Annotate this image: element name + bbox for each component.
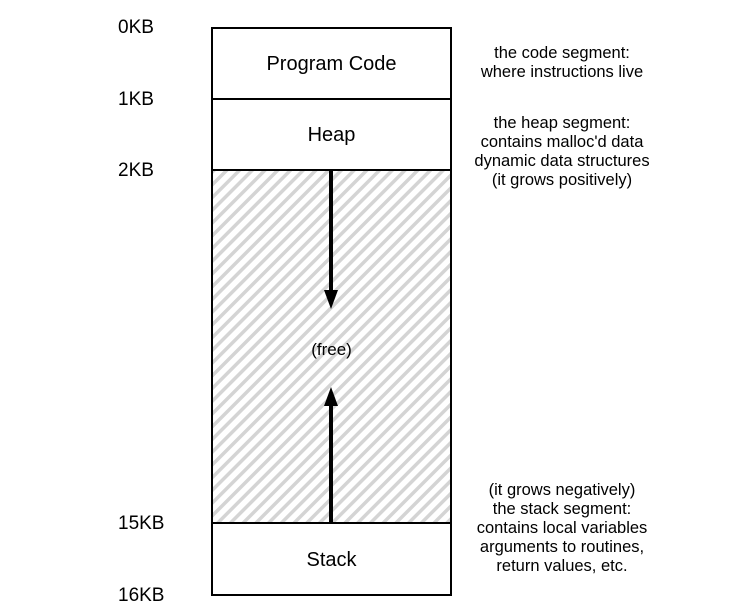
heap-growth-arrow [324,170,338,309]
address-label-15kb: 15KB [118,513,165,534]
note-line: (it grows negatively) [488,481,636,499]
note-line: contains local variables [476,519,648,537]
note-line: where instructions live [480,63,644,81]
address-label-2kb: 2KB [118,160,154,181]
address-label-16kb: 16KB [118,585,165,606]
note-line: the stack segment: [492,500,632,518]
note-heap-segment: the heap segment: contains malloc'd data… [432,114,692,190]
note-code-segment: the code segment: where instructions liv… [432,44,692,82]
segment-free: (free) [311,340,352,359]
note-line: the code segment: [494,44,630,62]
note-line: arguments to routines, [479,538,645,556]
note-line: (it grows positively) [491,171,633,189]
segment-stack: Stack [306,549,357,571]
segment-heap: Heap [307,124,356,146]
address-label-1kb: 1KB [118,89,154,110]
stack-growth-arrow [324,387,338,523]
segment-program-code: Program Code [266,53,397,75]
note-line: dynamic data structures [474,152,650,170]
note-line: return values, etc. [496,557,628,575]
note-line: contains malloc'd data [480,133,644,151]
note-stack-segment: (it grows negatively) the stack segment:… [432,481,692,576]
address-label-0kb: 0KB [118,17,154,38]
note-line: the heap segment: [493,114,631,132]
address-space-box [211,27,452,596]
